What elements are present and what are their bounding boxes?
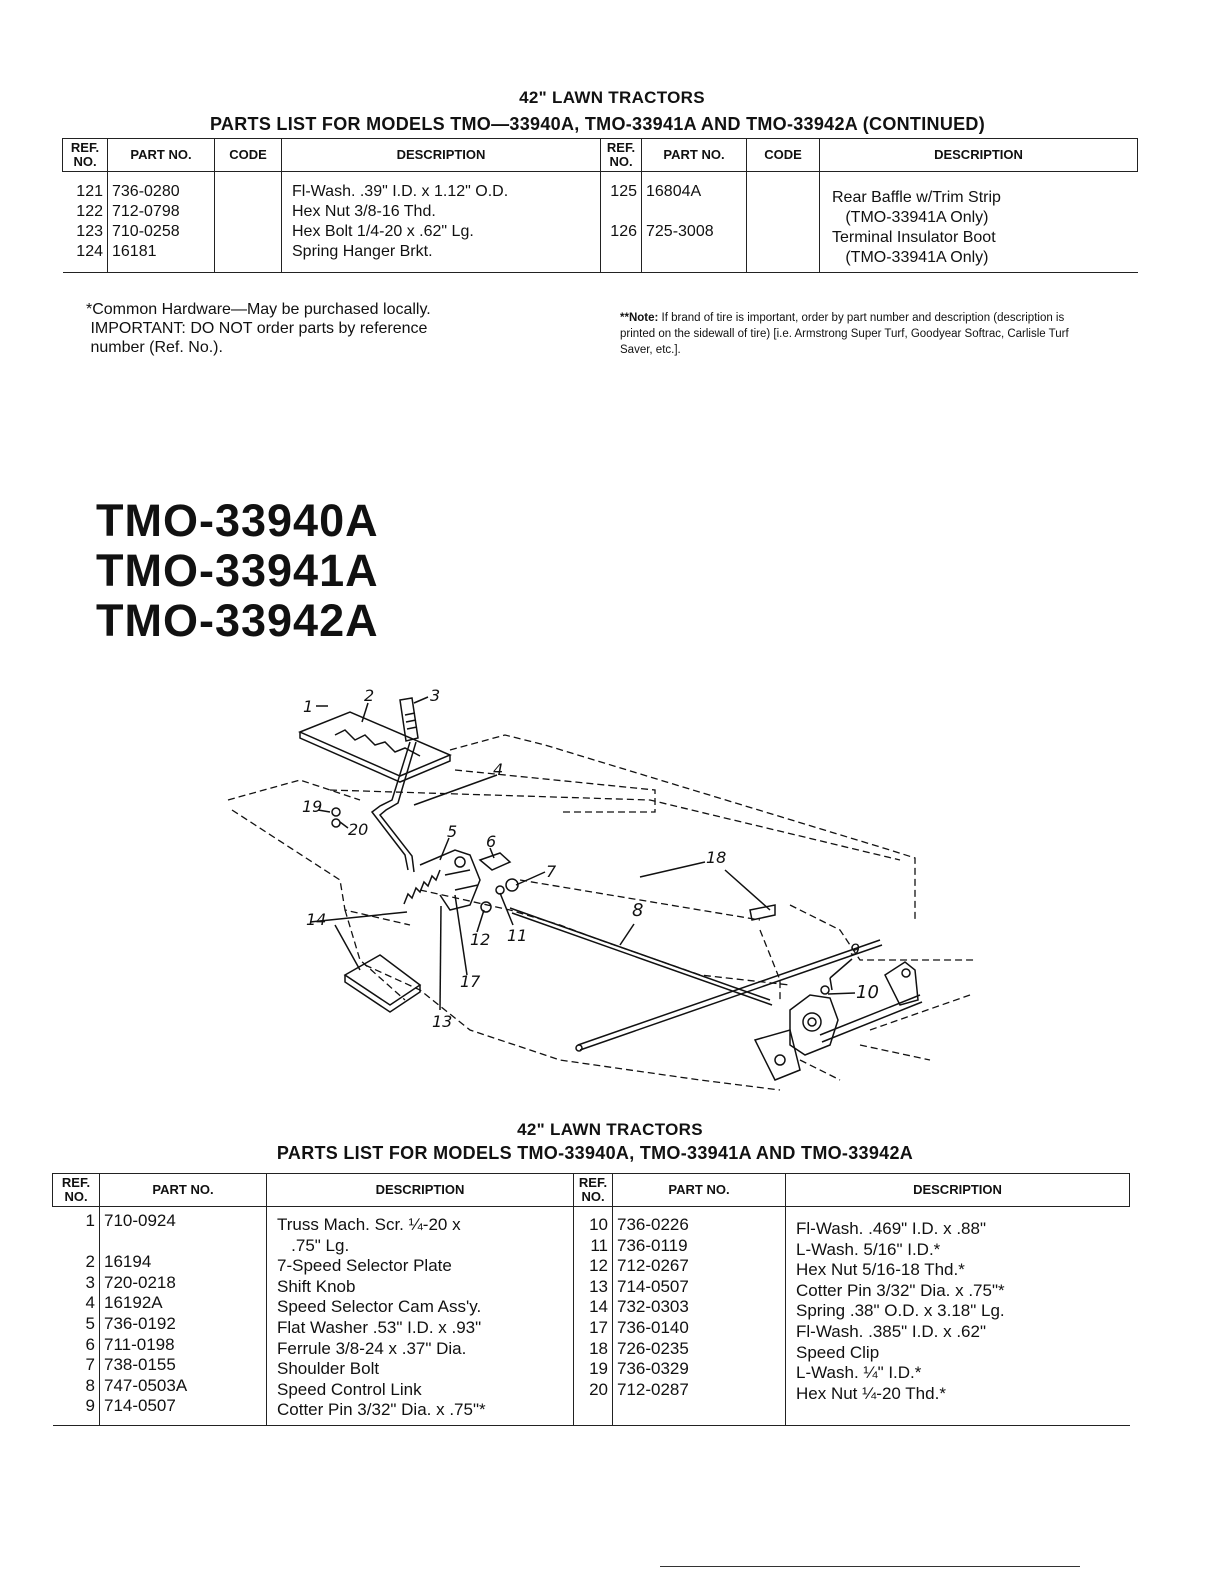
callout-12: 12 (470, 930, 491, 949)
callout-17: 17 (460, 972, 481, 991)
header-description: DESCRIPTION (266, 1173, 574, 1207)
callout-13: 13 (432, 1012, 453, 1031)
callout-3: 3 (430, 686, 441, 705)
descriptions-right: Fl-Wash. .469" I.D. x .88" L-Wash. 5/16"… (785, 1206, 1130, 1426)
ref-numbers-left: 1 2 3 4 5 6 7 8 9 (85, 1211, 95, 1416)
callout-1: 1 (303, 697, 314, 716)
model-number: TMO-33940A (96, 495, 379, 546)
part-numbers-right: 16804A 725-3008 (641, 171, 747, 273)
header-part: PART NO. (99, 1173, 267, 1207)
washer-nut-19-20 (331, 807, 341, 828)
model-number: TMO-33942A (96, 595, 379, 646)
tire-note: **Note: If brand of tire is important, o… (620, 310, 1096, 358)
part-numbers-left: 736-0280 712-0798 710-0258 16181 (107, 171, 215, 273)
top-title-line2: PARTS LIST FOR MODELS TMO—33940A, TMO-33… (209, 114, 986, 134)
ref-numbers-left: 121 122 123 124 (76, 183, 103, 260)
callout-6: 6 (486, 832, 497, 851)
part-numbers-right: 736-0226 736-0119 712-0267 714-0507 732-… (612, 1206, 786, 1426)
model-number: TMO-33941A (96, 545, 379, 596)
callout-8: 8 (632, 900, 644, 921)
callout-20: 20 (348, 820, 369, 839)
callout-18: 18 (706, 848, 727, 867)
header-description: DESCRIPTION (785, 1173, 1130, 1207)
bottom-title-line2: PARTS LIST FOR MODELS TMO-33940A, TMO-33… (276, 1143, 914, 1163)
descriptions-right: Rear Baffle w/Trim Strip (TMO-33941A Onl… (819, 171, 1138, 273)
leader-lines (309, 696, 856, 1011)
callout-9: 9 (850, 940, 861, 959)
header-code: CODE (746, 138, 820, 172)
callout-7: 7 (546, 862, 557, 881)
header-ref: REF. NO. (52, 1173, 100, 1207)
rear-lever-bracket (753, 961, 923, 1081)
codes-left (214, 171, 282, 273)
scan-edge-line (660, 1566, 1080, 1567)
callout-10: 10 (856, 982, 879, 1003)
tire-note-text: If brand of tire is important, order by … (620, 312, 1069, 356)
callout-2: 2 (364, 686, 375, 705)
bottom-parts-table: REF. NO. PART NO. DESCRIPTION REF. NO. P… (52, 1173, 1130, 1426)
ref-numbers-right: 125 126 (600, 171, 642, 273)
header-description: DESCRIPTION (819, 138, 1138, 172)
header-description: DESCRIPTION (281, 138, 601, 172)
top-title-line1: 42" LAWN TRACTORS (519, 88, 705, 107)
tire-note-label: **Note: (620, 312, 659, 324)
header-part: PART NO. (612, 1173, 786, 1207)
part-numbers-left: 710-0924 16194 720-0218 16192A 736-0192 … (99, 1206, 267, 1426)
top-parts-table: REF. NO. PART NO. CODE DESCRIPTION REF. … (62, 138, 1138, 273)
bottom-title-line1: 42" LAWN TRACTORS (517, 1120, 703, 1139)
spring (403, 869, 441, 905)
callout-11: 11 (507, 926, 528, 945)
header-part: PART NO. (107, 138, 215, 172)
ref-numbers-right: 10 11 12 13 14 17 18 19 20 (573, 1206, 613, 1426)
callout-5: 5 (447, 822, 458, 841)
mounting-bracket (343, 954, 422, 1013)
speed-clip (749, 904, 776, 921)
callout-4: 4 (493, 760, 504, 779)
common-hardware-note: *Common Hardware—May be purchased locall… (86, 301, 431, 356)
descriptions-left: Fl-Wash. .39" I.D. x 1.12" O.D. Hex Nut … (281, 171, 601, 273)
callout-14: 14 (306, 910, 327, 929)
header-ref: REF. NO. (573, 1173, 613, 1207)
selector-plate (298, 711, 452, 783)
codes-right (746, 171, 820, 273)
callout-19: 19 (302, 797, 323, 816)
cross-shaft (575, 939, 883, 1052)
descriptions-left: Truss Mach. Scr. ¼-20 x .75" Lg. 7-Speed… (266, 1206, 574, 1426)
cam-assembly (419, 849, 519, 913)
speed-control-link (509, 907, 773, 1006)
shift-lever (370, 697, 419, 873)
